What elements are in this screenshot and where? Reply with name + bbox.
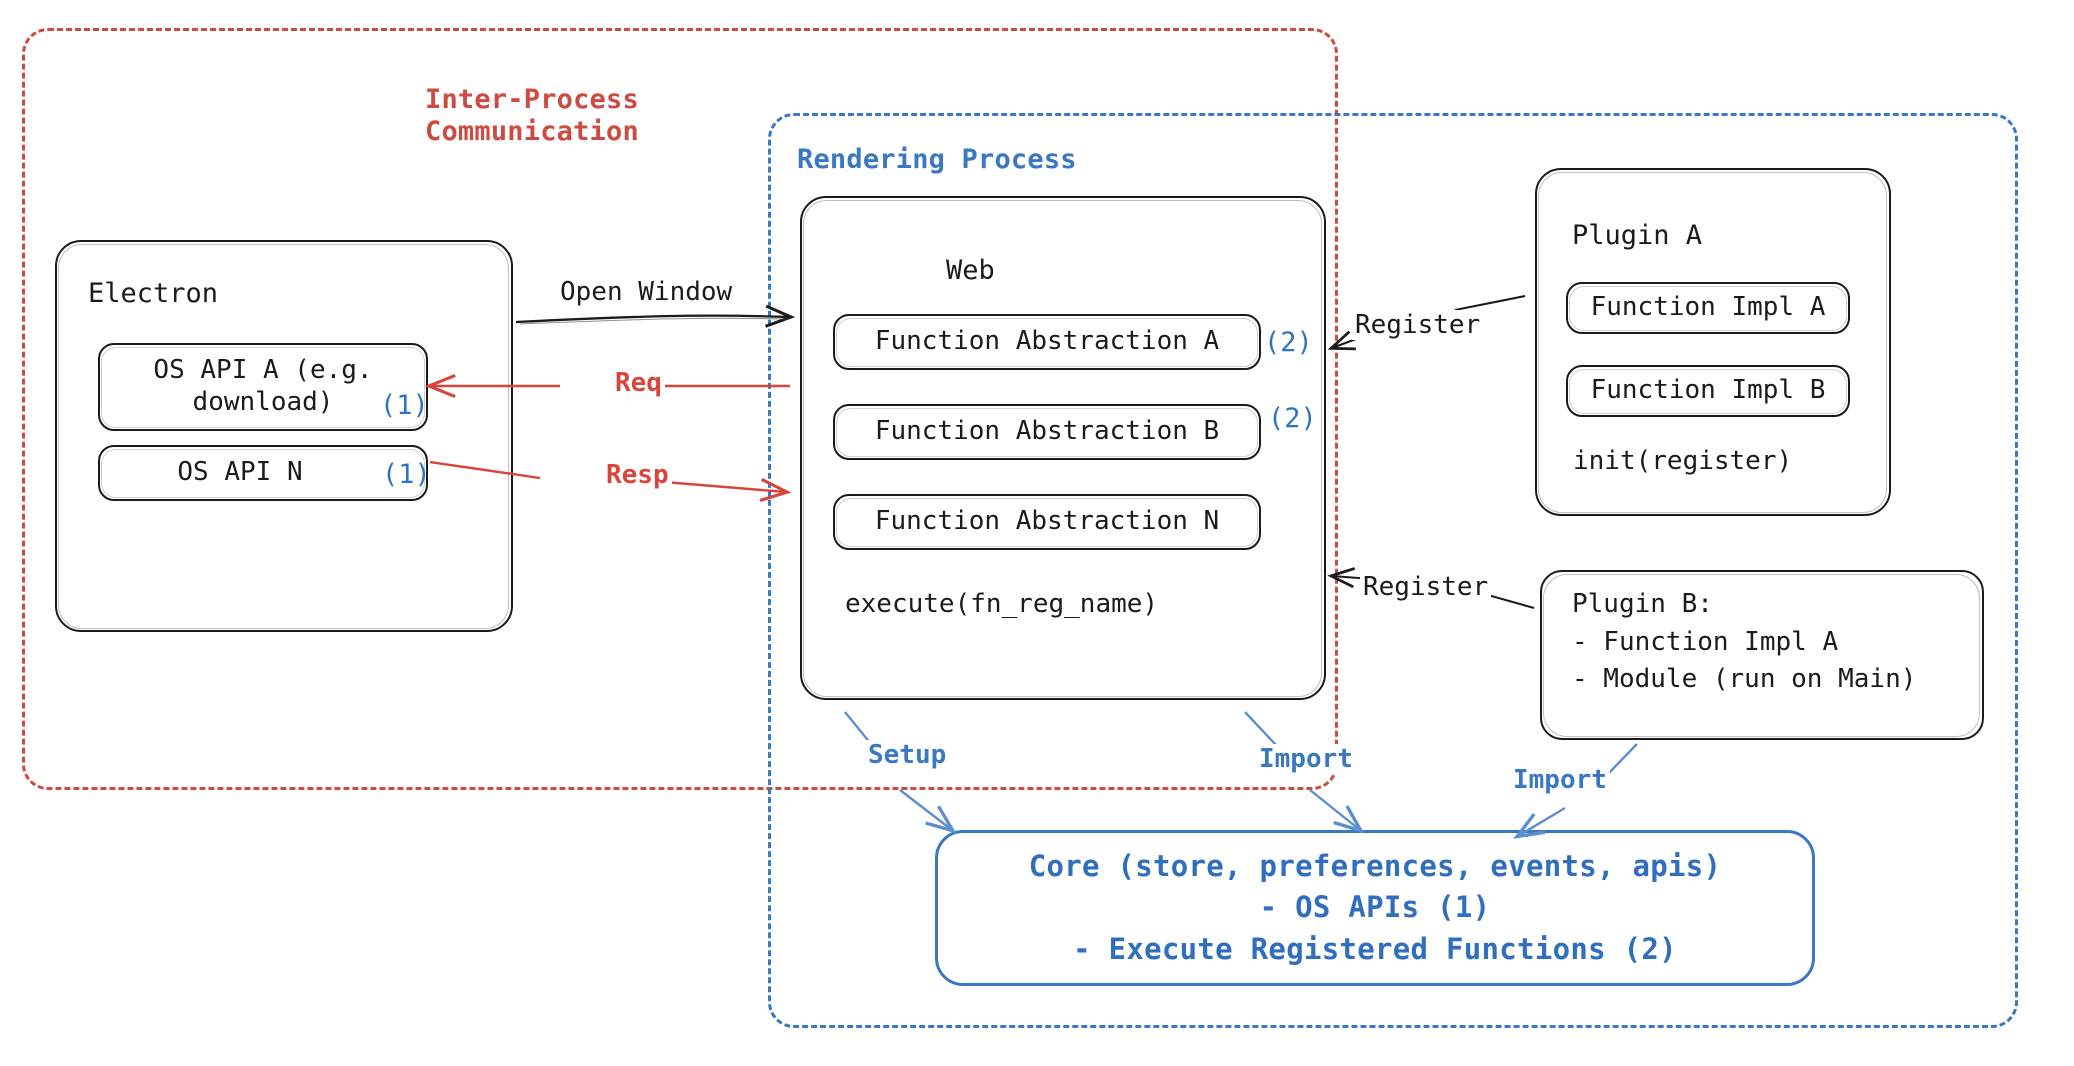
os-api-a-box[interactable]: OS API A (e.g. download)	[98, 343, 428, 431]
os-api-a-label: OS API A (e.g. download)	[153, 355, 373, 417]
plugin-b-box[interactable]	[1540, 570, 1984, 740]
function-abstraction-a-marker: (2)	[1264, 327, 1313, 358]
edge-label-resp: Resp	[603, 460, 672, 490]
function-impl-a-label: Function Impl A	[1590, 292, 1826, 323]
function-abstraction-a-label: Function Abstraction A	[874, 326, 1220, 357]
edge-label-register-plugin-b: Register	[1360, 572, 1492, 602]
edge-label-import-web: Import	[1256, 744, 1356, 774]
core-box[interactable]: Core (store, preferences, events, apis) …	[935, 830, 1815, 986]
os-api-a-marker: (1)	[380, 390, 429, 421]
function-abstraction-n-box[interactable]: Function Abstraction N	[833, 494, 1261, 550]
os-api-n-box[interactable]: OS API N	[98, 445, 428, 501]
function-impl-a-box[interactable]: Function Impl A	[1566, 282, 1850, 334]
web-title: Web	[946, 255, 995, 286]
rendering-process-region-label: Rendering Process	[797, 144, 1077, 175]
plugin-a-init-label: init(register)	[1573, 446, 1793, 476]
function-impl-b-label: Function Impl B	[1590, 375, 1826, 406]
function-abstraction-b-label: Function Abstraction B	[874, 416, 1220, 447]
plugin-a-title: Plugin A	[1572, 220, 1703, 251]
edge-label-setup: Setup	[865, 740, 950, 770]
web-execute-label: execute(fn_reg_name)	[845, 589, 1159, 619]
electron-title: Electron	[88, 278, 219, 309]
function-abstraction-b-box[interactable]: Function Abstraction B	[833, 404, 1261, 460]
edge-label-req: Req	[612, 368, 665, 398]
function-abstraction-n-label: Function Abstraction N	[874, 506, 1220, 537]
rendering-process-region	[768, 113, 2018, 1028]
edge-label-register-plugin-a: Register	[1352, 310, 1484, 340]
electron-box[interactable]	[55, 240, 513, 632]
plugin-b-label: Plugin B: - Function Impl A - Module (ru…	[1572, 589, 1917, 695]
core-label: Core (store, preferences, events, apis) …	[1028, 849, 1722, 966]
plugin-a-box[interactable]	[1535, 168, 1891, 516]
ipc-region-label: Inter-Process Communication	[425, 84, 639, 147]
edge-label-import-plugin-b: Import	[1510, 765, 1610, 795]
function-abstraction-a-box[interactable]: Function Abstraction A	[833, 314, 1261, 370]
inter-process-communication-region	[22, 28, 1338, 790]
os-api-n-marker: (1)	[382, 459, 431, 490]
function-abstraction-b-marker: (2)	[1268, 403, 1317, 434]
function-impl-b-box[interactable]: Function Impl B	[1566, 365, 1850, 417]
os-api-n-label: OS API N	[177, 457, 303, 488]
edge-label-open-window: Open Window	[557, 277, 736, 307]
